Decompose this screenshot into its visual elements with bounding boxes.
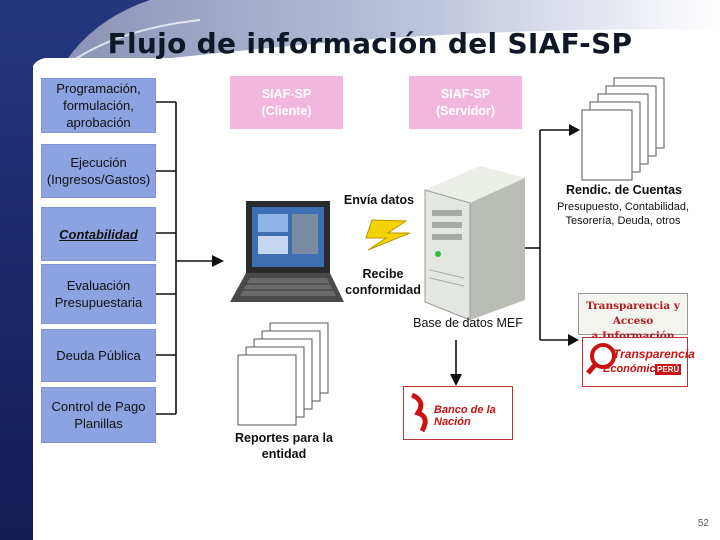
box-evaluacion: Evaluación Presupuestaria: [41, 264, 156, 324]
server-box: SIAF-SP (Servidor): [409, 76, 522, 129]
box-contabilidad-label: Contabilidad: [59, 226, 138, 242]
server-line1: SIAF-SP: [440, 86, 491, 101]
rendic-detail: Presupuesto, Contabilidad, Tesorería, De…: [556, 201, 690, 227]
client-line1: SIAF-SP: [261, 86, 312, 101]
box-ejecucion-label: Ejecución (Ingresos/Gastos): [46, 155, 151, 187]
page-number: 52: [697, 518, 709, 529]
bank-mark-icon: [410, 392, 428, 433]
peru-badge: PERÚ: [655, 364, 682, 375]
bank-logo: Banco de la Nación: [403, 386, 513, 440]
client-box: SIAF-SP (Cliente): [230, 76, 343, 129]
box-evaluacion-label: Evaluación Presupuestaria: [54, 278, 143, 310]
rendic-title: Rendic. de Cuentas: [566, 183, 682, 197]
bank-logo-text: Banco de la Nación: [434, 404, 496, 428]
transparency-line1: Transparencia y Acceso: [586, 300, 680, 327]
server-line2: (Servidor): [435, 103, 496, 118]
economica-line1: Transparencia: [613, 347, 695, 361]
slide-title: Flujo de información del SIAF-SP: [107, 27, 633, 60]
box-control-pago-label: Control de Pago Planillas: [51, 399, 146, 431]
economica-line2: Económica: [603, 363, 662, 375]
economica-logo: Transparencia Económica PERÚ: [582, 337, 695, 387]
transparency-logo: Transparencia y Acceso a Información Púb…: [578, 293, 688, 357]
box-deuda-label: Deuda Pública: [56, 348, 141, 363]
magnifier-icon: [586, 343, 616, 375]
receive-label: Recibe conformidad: [345, 267, 421, 297]
box-programacion-label: Programación, formulación, aprobación: [56, 81, 141, 130]
send-label: Envía datos: [343, 193, 415, 207]
box-control-pago: Control de Pago Planillas: [41, 387, 156, 443]
client-line2: (Cliente): [261, 103, 312, 118]
box-ejecucion: Ejecución (Ingresos/Gastos): [41, 144, 156, 198]
db-label: Base de datos MEF: [413, 316, 523, 330]
box-deuda: Deuda Pública: [41, 329, 156, 382]
box-programacion: Programación, formulación, aprobación: [41, 78, 156, 133]
box-contabilidad: Contabilidad: [41, 207, 156, 261]
reports-label: Reportes para la entidad: [235, 431, 333, 461]
